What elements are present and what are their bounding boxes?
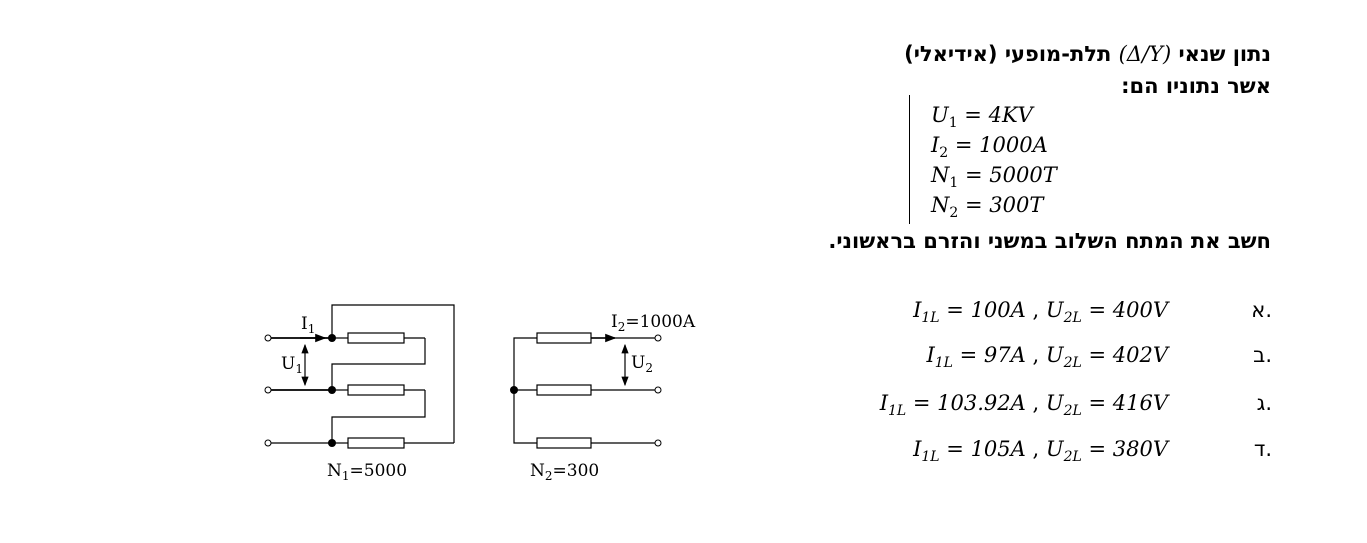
i2-label: I2=1000A [611,312,696,334]
primary-terminal-2 [264,386,272,394]
u1-label: U1 [281,354,303,376]
option-b[interactable]: ב. I1L = 97A , U2L = 402V [760,343,1272,375]
question-instruction: חשב את המתח השלוב במשני והזרם בראשוני. [828,229,1271,253]
option-c-answer: I1L = 103.92A , U2L = 416V [879,391,1168,419]
question-line-1-suffix: תלת-מופעי (אידיאלי) [904,42,1112,66]
option-a-answer: I1L = 100A , U2L = 400V [913,298,1168,326]
primary-terminal-1 [264,334,272,342]
u2-label: U2 [631,353,653,375]
option-d-letter: ד. [1253,437,1272,461]
primary-delta-winding [271,304,455,449]
option-c[interactable]: ג. I1L = 103.92A , U2L = 416V [760,391,1272,423]
given-i2: I2 = 1000A [931,133,1048,161]
given-u1: U1 = 4KV [931,103,1033,131]
secondary-star-winding [513,332,655,449]
primary-node-3 [328,439,336,447]
option-b-answer: I1L = 97A , U2L = 402V [926,343,1168,371]
secondary-terminal-3 [654,439,662,447]
secondary-star-node [510,386,518,394]
n2-label: N2=300 [530,461,599,483]
question-line-1-prefix: נתון שנאי [1178,42,1271,66]
i1-label: I1 [301,314,315,336]
primary-node-2 [328,386,336,394]
option-b-letter: ב. [1253,343,1272,367]
primary-terminal-3 [264,439,272,447]
transformer-circuit-diagram: I1 U1 N1=5000 I2=1000A U2 N2=300 [264,304,696,483]
option-c-letter: ג. [1256,391,1272,415]
option-d-answer: I1L = 105A , U2L = 380V [913,437,1168,465]
secondary-terminal-2 [654,386,662,394]
n1-label: N1=5000 [327,461,407,483]
primary-node-1 [328,334,336,342]
option-d[interactable]: ד. I1L = 105A , U2L = 380V [760,437,1272,469]
given-n2: N2 = 300T [931,193,1044,221]
question-line-2: אשר נתוניו הם: [1121,74,1271,98]
given-n1: N1 = 5000T [931,163,1057,191]
secondary-terminal-1 [654,334,662,342]
transformer-connection-symbol: (Δ/Y) [1118,42,1172,66]
question-line-1: נתון שנאי (Δ/Y) תלת-מופעי (אידיאלי) [904,42,1271,66]
givens-bracket-line [909,95,910,224]
givens-list: U1 = 4KV I2 = 1000A N1 = 5000T N2 = 300T [931,103,1131,223]
option-a-letter: א. [1251,298,1272,322]
option-a[interactable]: א. I1L = 100A , U2L = 400V [760,298,1272,330]
